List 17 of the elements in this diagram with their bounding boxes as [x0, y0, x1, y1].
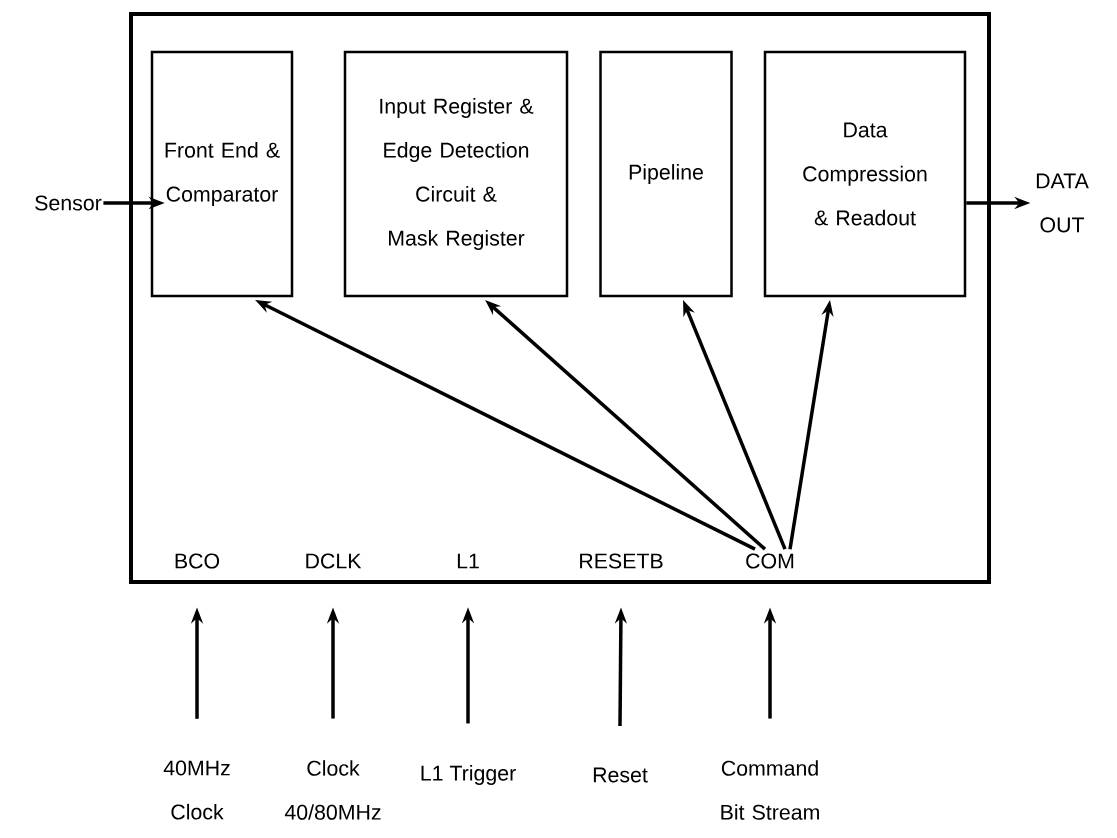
block-box: Front End & Comparator [150, 50, 294, 298]
chip-box [129, 12, 991, 584]
pin-label: COM [746, 553, 794, 569]
signal-label: L1 Trigger [421, 765, 516, 785]
pin-label: BCO [175, 553, 220, 569]
signal-label: Command Bit Stream [721, 760, 819, 820]
output-label: DATA OUT [1036, 173, 1089, 233]
signal-label: 40MHz Clock [163, 760, 230, 820]
pin-label: DCLK [306, 553, 362, 569]
input-label: Sensor [35, 195, 102, 211]
signal-label: Reset [593, 767, 648, 783]
pin-label: L1 [457, 553, 479, 569]
pin-label: RESETB [580, 553, 663, 569]
block-box: Input Register & Edge Detection Circuit & Mask Register [343, 50, 569, 298]
block-box: Data Compression & Readout [763, 50, 967, 298]
block-box: Pipeline [599, 50, 733, 298]
signal-label: Clock 40/80MHz [284, 760, 381, 820]
